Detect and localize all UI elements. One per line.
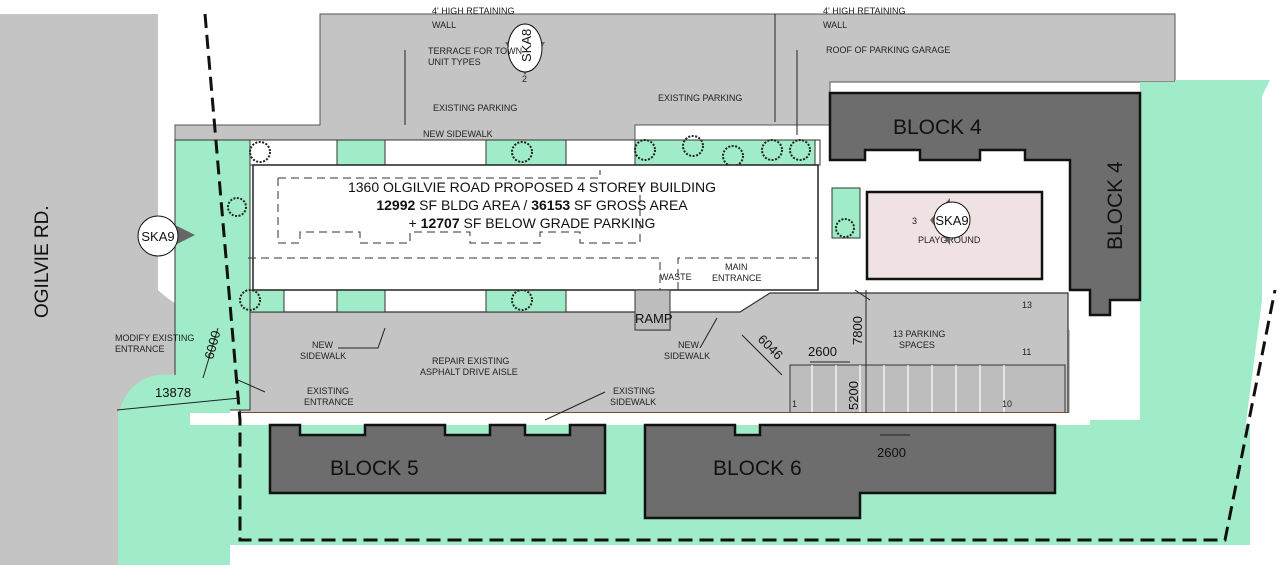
svg-text:ASPHALT DRIVE AISLE: ASPHALT DRIVE AISLE [420, 367, 518, 377]
svg-text:13878: 13878 [155, 385, 191, 400]
svg-text:NEW SIDEWALK: NEW SIDEWALK [423, 129, 493, 139]
svg-text:10: 10 [1002, 399, 1012, 409]
svg-text:SKA8: SKA8 [519, 29, 534, 62]
property-line [203, 13, 1277, 542]
svg-text:11: 11 [1022, 347, 1031, 357]
right-landscape [1140, 85, 1262, 420]
svg-text:TERRACE FOR TOWN: TERRACE FOR TOWN [428, 46, 522, 56]
svg-text:ENTRANCE: ENTRANCE [712, 273, 762, 283]
building-footprint-dashed [277, 170, 641, 244]
left-landscape-strip [174, 139, 251, 411]
building-title: 1360 OLGILVIE ROAD PROPOSED 4 STOREY BUI… [348, 179, 716, 195]
svg-text:MAIN: MAIN [725, 262, 748, 272]
svg-text:ENTRANCE: ENTRANCE [304, 397, 354, 407]
svg-text:SIDEWALK: SIDEWALK [610, 397, 656, 407]
svg-text:WALL: WALL [432, 20, 456, 30]
svg-text:1: 1 [792, 399, 797, 409]
block-5-label: BLOCK 5 [330, 457, 419, 480]
section-marker-ska8: SKA8 2 [505, 23, 545, 84]
svg-text:SIDEWALK: SIDEWALK [300, 351, 346, 361]
leader-lines [237, 14, 871, 421]
svg-text:4' HIGH RETAINING: 4' HIGH RETAINING [823, 6, 906, 16]
svg-text:3: 3 [912, 216, 917, 226]
svg-text:SKA9: SKA9 [935, 213, 968, 228]
bldg-area-value: 12992 [376, 197, 415, 213]
gross-area-value: 36153 [531, 197, 570, 213]
svg-text:EXISTING PARKING: EXISTING PARKING [658, 93, 742, 103]
block-5 [268, 423, 607, 495]
svg-text:REPAIR EXISTING: REPAIR EXISTING [432, 356, 509, 366]
section-marker-ska9-right: SKA9 3 [912, 198, 971, 245]
bldg-area-label: SF BLDG AREA / [415, 197, 531, 213]
svg-text:13: 13 [1022, 300, 1032, 310]
plus-sign: + [409, 215, 421, 231]
svg-text:6000: 6000 [201, 329, 223, 361]
svg-text:WASTE: WASTE [660, 272, 692, 282]
svg-text:4' HIGH RETAINING: 4' HIGH RETAINING [432, 6, 515, 16]
svg-text:UNIT TYPES: UNIT TYPES [428, 57, 481, 67]
existing-parking-lot [174, 13, 1176, 141]
svg-text:ENTRANCE: ENTRANCE [115, 344, 165, 354]
block-4 [828, 91, 1142, 317]
svg-text:2600: 2600 [808, 344, 837, 359]
svg-text:ROOF OF PARKING GARAGE: ROOF OF PARKING GARAGE [826, 45, 950, 55]
gross-area-label: SF GROSS AREA [570, 197, 688, 213]
parking-spaces [789, 364, 1066, 414]
section-marker-ska9-left: SKA9 [137, 215, 195, 257]
svg-text:13 PARKING: 13 PARKING [893, 329, 945, 339]
svg-text:5200: 5200 [846, 381, 861, 410]
block-4-label: BLOCK 4 [893, 116, 982, 139]
block-4-side-label: BLOCK 4 [1104, 161, 1127, 250]
svg-text:SPACES: SPACES [899, 340, 935, 350]
parking-area-line: + 12707 SF BELOW GRADE PARKING [409, 215, 656, 231]
svg-text:EXISTING PARKING: EXISTING PARKING [433, 103, 517, 113]
svg-text:RAMP: RAMP [635, 311, 673, 326]
svg-text:NEW: NEW [312, 340, 334, 350]
svg-text:MODIFY EXISTING: MODIFY EXISTING [115, 333, 194, 343]
svg-text:2600: 2600 [877, 445, 906, 460]
sidewalk-band [190, 413, 1090, 425]
svg-text:SIDEWALK: SIDEWALK [664, 351, 710, 361]
road-name: OGILVIE RD. [32, 205, 53, 318]
parking-area-value: 12707 [421, 215, 460, 231]
svg-text:SKA9: SKA9 [141, 229, 174, 244]
annotations: 4' HIGH RETAINING WALL 4' HIGH RETAINING… [115, 6, 1032, 409]
svg-text:EXISTING: EXISTING [613, 386, 655, 396]
svg-text:2: 2 [522, 74, 527, 84]
svg-text:7800: 7800 [850, 316, 865, 345]
svg-text:NEW: NEW [678, 340, 700, 350]
ground-floor-dashed [248, 257, 818, 290]
ramp-area [634, 289, 671, 331]
parking-area-label: SF BELOW GRADE PARKING [460, 215, 656, 231]
svg-text:WALL: WALL [823, 20, 847, 30]
building-area-line: 12992 SF BLDG AREA / 36153 SF GROSS AREA [376, 197, 688, 213]
block-6 [643, 423, 1057, 520]
trees [227, 135, 855, 311]
proposed-building [252, 164, 819, 291]
block-6-label: BLOCK 6 [713, 457, 802, 480]
parking-stall-lines [811, 365, 1005, 413]
svg-text:EXISTING: EXISTING [307, 386, 349, 396]
